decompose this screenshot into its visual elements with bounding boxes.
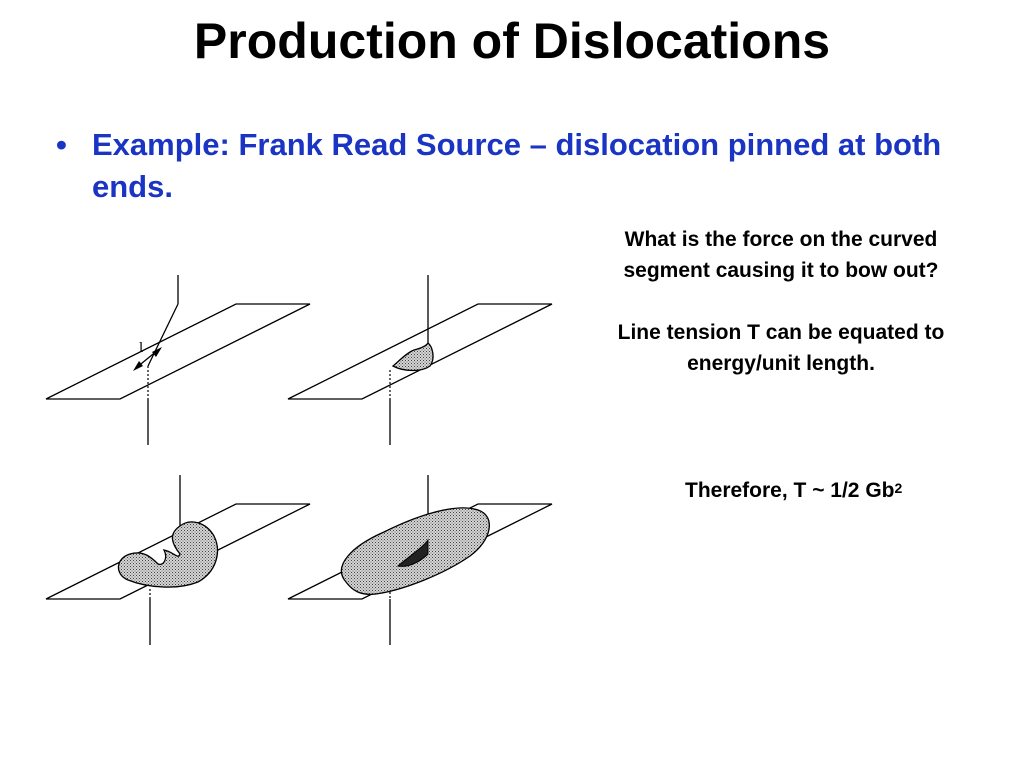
slip-plane <box>287 303 553 400</box>
segment-length-label: l <box>139 340 143 356</box>
bullet-text: Example: Frank Read Source – dislocation… <box>92 127 942 204</box>
line-tension-text: Line tension T can be equated to energy/… <box>617 321 945 375</box>
bullet-item: • Example: Frank Read Source – dislocati… <box>56 124 976 208</box>
formula-text: Therefore, T ~ 1/2 Gb <box>685 479 895 502</box>
bowed-dislocation-loop <box>391 342 434 372</box>
formula-exponent: 2 <box>894 480 903 496</box>
expanding-dislocation-loop <box>117 521 219 588</box>
question-text: What is the force on the curved segment … <box>623 228 939 282</box>
dislocation-segment <box>147 303 179 367</box>
bullet-marker: • <box>56 127 67 162</box>
frank-read-stage-3 <box>45 475 311 645</box>
frank-read-stage-1: l <box>45 275 311 445</box>
side-explanation: What is the force on the curved segment … <box>592 224 970 379</box>
arrow-head-left <box>133 361 143 371</box>
slide-title: Production of Dislocations <box>193 13 831 69</box>
frank-read-stage-2 <box>287 275 553 445</box>
slip-plane <box>45 303 311 400</box>
frank-read-stage-4 <box>287 475 553 645</box>
therefore-formula: Therefore, T ~ 1/2 Gb2 <box>685 477 902 505</box>
outer-dislocation-loop <box>340 507 490 596</box>
regenerated-segment <box>396 538 429 567</box>
arrow-head-right <box>152 347 162 357</box>
